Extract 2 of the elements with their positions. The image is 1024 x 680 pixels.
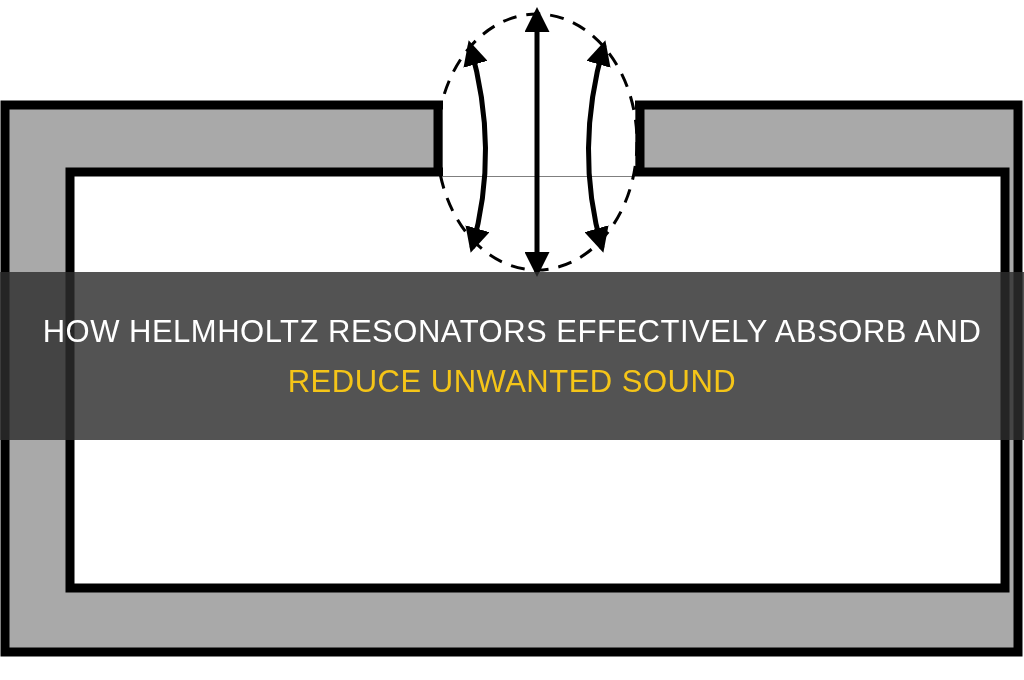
title-text: REDUCE UNWANTED SOUND	[287, 364, 737, 399]
title-text: HOW HELMHOLTZ RESONATORS EFFECTIVELY ABSORB AND	[42, 314, 982, 349]
